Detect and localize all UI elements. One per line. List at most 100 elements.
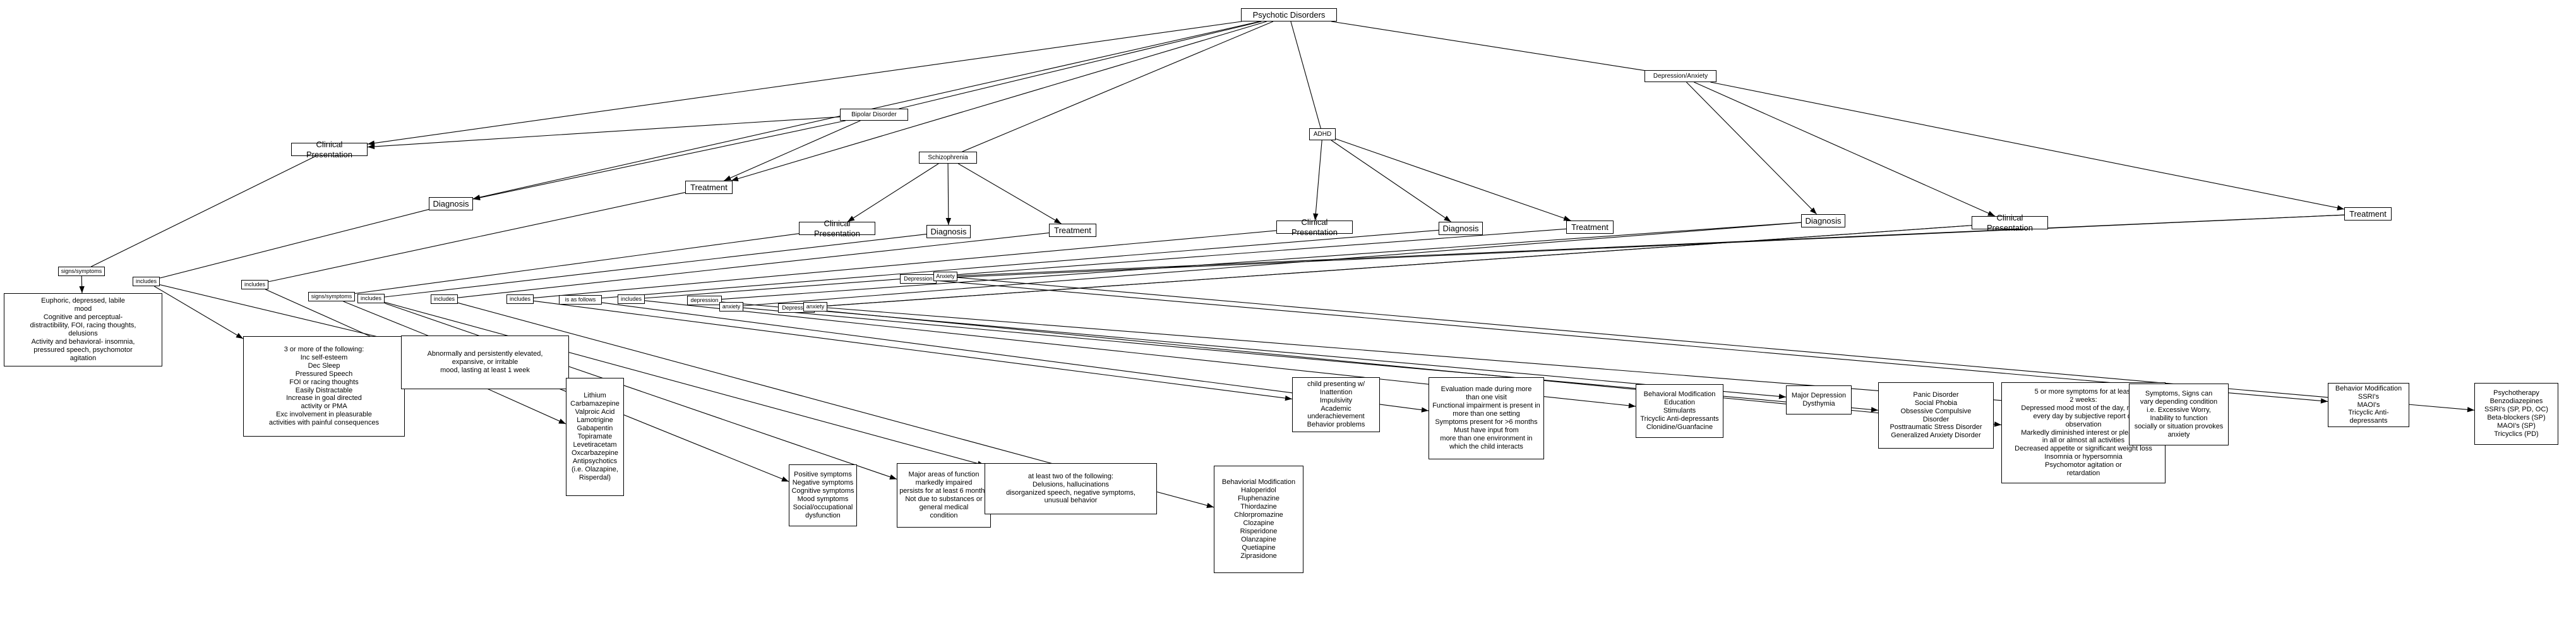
map-node-leaf-bp-dx-a[interactable]: 3 or more of the following: Inc self-est… (243, 336, 405, 437)
edge-bipolar-to-bp-cp (367, 116, 841, 150)
map-node-lnk-da-tx-anx[interactable]: Anxiety (933, 272, 957, 281)
edge-lnk-bp-inc-to-leaf-bp-dx-a (153, 286, 244, 339)
map-node-lnk-bp-tx-inc[interactable]: includes (241, 280, 268, 289)
edge-depanx-to-da-cp (1694, 82, 1996, 217)
map-node-bp-cp[interactable]: Clinical Presentation (291, 140, 368, 159)
edge-arrowhead (1285, 395, 1292, 401)
edge-arrowhead (1871, 407, 1878, 413)
edge-arrowhead (1778, 394, 1786, 399)
map-node-bp-tx[interactable]: Treatment (685, 181, 733, 194)
edge-arrowhead (781, 476, 789, 482)
edge-da-tx-to-lnk-da-tx-anx (957, 214, 2345, 277)
edge-root-to-bp-tx (731, 21, 1267, 181)
map-node-lnk-ad-inc[interactable]: includes (506, 294, 534, 304)
map-node-lnk-da-dx-dep[interactable]: depression (687, 296, 722, 305)
edge-arrowhead (473, 195, 481, 200)
map-node-lnk-sz-inc[interactable]: includes (357, 294, 385, 303)
edge-adhd-to-ad-tx (1335, 138, 1571, 221)
edge-lnk-bp-ss-to-leaf-bp-cp (79, 275, 85, 294)
map-node-lnk-bp-inc[interactable]: includes (133, 277, 160, 286)
edge-arrowhead (1206, 502, 1214, 508)
map-node-lnk-da-tx-dep[interactable]: Depression (900, 274, 937, 284)
edge-arrowhead (79, 286, 85, 293)
edge-depanx-to-da-dx (1686, 82, 1818, 215)
edge-schizophrenia-to-sz-cp (847, 163, 939, 222)
map-node-ad-dx[interactable]: Diagnosis (1439, 222, 1483, 235)
edge-adhd-to-ad-cp (1313, 140, 1322, 221)
edge-arrowhead (1444, 215, 1451, 222)
map-node-leaf-da-dx-anx[interactable]: Panic Disorder Social Phobia Obsessive C… (1878, 382, 1994, 449)
edge-sz-cp-to-lnk-sz-ss (354, 233, 800, 294)
edge-root-to-bipolar (899, 21, 1262, 109)
map-node-leaf-ad-dx[interactable]: Evaluation made during more than one vis… (1429, 377, 1544, 459)
edge-ad-cp-to-lnk-ad-inc (533, 230, 1277, 299)
map-node-ad-tx[interactable]: Treatment (1566, 221, 1614, 234)
map-node-leaf-bp-tx[interactable]: Lithium Carbamazepine Valproic Acid Lamo… (566, 378, 624, 496)
map-node-leaf-sz-dx[interactable]: Major areas of function markedly impaire… (897, 463, 991, 528)
edge-lnk-sz-inc-to-leaf-sz-dx (384, 303, 897, 480)
edge-arrowhead (558, 418, 566, 424)
edge-arrowhead (1628, 402, 1636, 409)
map-node-lnk-sz-ss[interactable]: signs/symptoms (308, 292, 355, 301)
edge-schizophrenia-to-sz-dx (945, 163, 952, 226)
edge-arrowhead (1053, 217, 1062, 224)
map-node-leaf-sz-cp[interactable]: Positive symptoms Negative symptoms Cogn… (789, 464, 857, 526)
map-node-leaf-da-dx-dep[interactable]: Major Depression Dysthymia (1786, 385, 1852, 414)
edge-lnk-da-dx-dep-to-leaf-da-dx-dep (721, 301, 1787, 399)
map-node-lnk-bp-ss[interactable]: signs/symptoms (58, 267, 105, 276)
edge-arrowhead (1809, 207, 1817, 214)
edge-schizophrenia-to-sz-tx (958, 163, 1062, 224)
edge-root-to-schizophrenia (962, 21, 1274, 152)
map-node-leaf-ad-tx[interactable]: Behavioral Modification Education Stimul… (1636, 384, 1723, 438)
edge-arrowhead (368, 140, 375, 146)
map-node-da-dx[interactable]: Diagnosis (1801, 214, 1845, 227)
edge-bp-dx-to-lnk-bp-inc (159, 209, 429, 279)
map-node-leaf-da-tx-anx[interactable]: Psychotherapy Benzodiazepines SSRI's (SP… (2474, 383, 2558, 445)
edge-arrowhead (889, 474, 897, 480)
edge-da-dx-to-lnk-da-dx-anx (743, 222, 1802, 306)
map-node-sz-cp[interactable]: Clinical Presentation (799, 219, 875, 238)
edge-arrowhead (724, 175, 732, 181)
map-node-leaf-sz-tx[interactable]: Behaviorial Modification Haloperidol Flu… (1214, 466, 1303, 573)
edge-sz-tx-to-lnk-sz-tx-inc (457, 233, 1050, 298)
edge-ad-dx-to-lnk-ad-isas (601, 229, 1439, 299)
map-node-sz-dx[interactable]: Diagnosis (926, 225, 971, 238)
edge-bp-cp-to-lnk-bp-ss (91, 155, 316, 267)
edge-root-to-bp-cp (367, 21, 1242, 146)
edge-sz-dx-to-lnk-sz-inc (384, 234, 927, 298)
edge-arrowhead (2467, 407, 2474, 413)
edge-depanx-to-da-tx (1710, 82, 2345, 210)
map-node-root[interactable]: Psychotic Disorders (1241, 8, 1337, 21)
map-node-adhd[interactable]: ADHD (1309, 128, 1336, 140)
map-node-sz-tx[interactable]: Treatment (1049, 224, 1096, 237)
map-node-leaf-bp-dx-b[interactable]: Abnormally and persistently elevated, ex… (401, 336, 569, 389)
map-node-bipolar[interactable]: Bipolar Disorder (840, 109, 908, 121)
edge-bp-tx-to-lnk-bp-tx-inc (268, 191, 686, 282)
edge-arrowhead (2320, 398, 2328, 404)
map-node-leaf-da-tx-dep[interactable]: Behavior Modification SSRI's MAOI's Tric… (2328, 383, 2409, 427)
map-node-lnk-sz-tx-inc[interactable]: includes (431, 294, 458, 304)
edge-arrowhead (473, 195, 481, 200)
map-node-schizophrenia[interactable]: Schizophrenia (919, 152, 977, 164)
map-node-ad-cp[interactable]: Clinical Presentation (1276, 217, 1353, 237)
map-node-leaf-da-cp-anx[interactable]: Symptoms, Signs can vary depending condi… (2129, 384, 2229, 445)
edge-arrowhead (1994, 421, 2001, 427)
map-node-lnk-ad-tx-inc[interactable]: includes (618, 294, 645, 304)
edge-da-cp-to-lnk-da-cp-anx (827, 225, 1972, 306)
map-node-leaf-bp-cp[interactable]: Euphoric, depressed, labile mood Cogniti… (4, 293, 162, 366)
map-node-bp-dx[interactable]: Diagnosis (429, 197, 473, 210)
map-node-leaf-ad-cp[interactable]: child presenting w/ Inattention Impulsiv… (1292, 377, 1380, 432)
map-node-lnk-ad-isas[interactable]: is as follows (559, 295, 602, 305)
map-node-depanx[interactable]: Depression/Anxiety (1644, 70, 1716, 82)
map-node-leaf-sz-dx2[interactable]: at least two of the following: Delusions… (985, 463, 1157, 514)
edge-lnk-ad-inc-to-leaf-ad-cp (533, 300, 1293, 401)
map-node-da-tx[interactable]: Treatment (2344, 207, 2392, 221)
map-node-lnk-da-cp-anx[interactable]: anxiety (803, 302, 827, 312)
map-node-lnk-da-dx-anx[interactable]: anxiety (719, 302, 743, 312)
edge-da-tx-to-lnk-da-tx-dep (936, 214, 2345, 279)
map-node-da-cp[interactable]: Clinical Presentation (1972, 213, 2048, 233)
edge-adhd-to-ad-dx (1331, 140, 1451, 222)
edge-arrowhead (945, 217, 952, 225)
edge-arrowhead (236, 332, 243, 339)
